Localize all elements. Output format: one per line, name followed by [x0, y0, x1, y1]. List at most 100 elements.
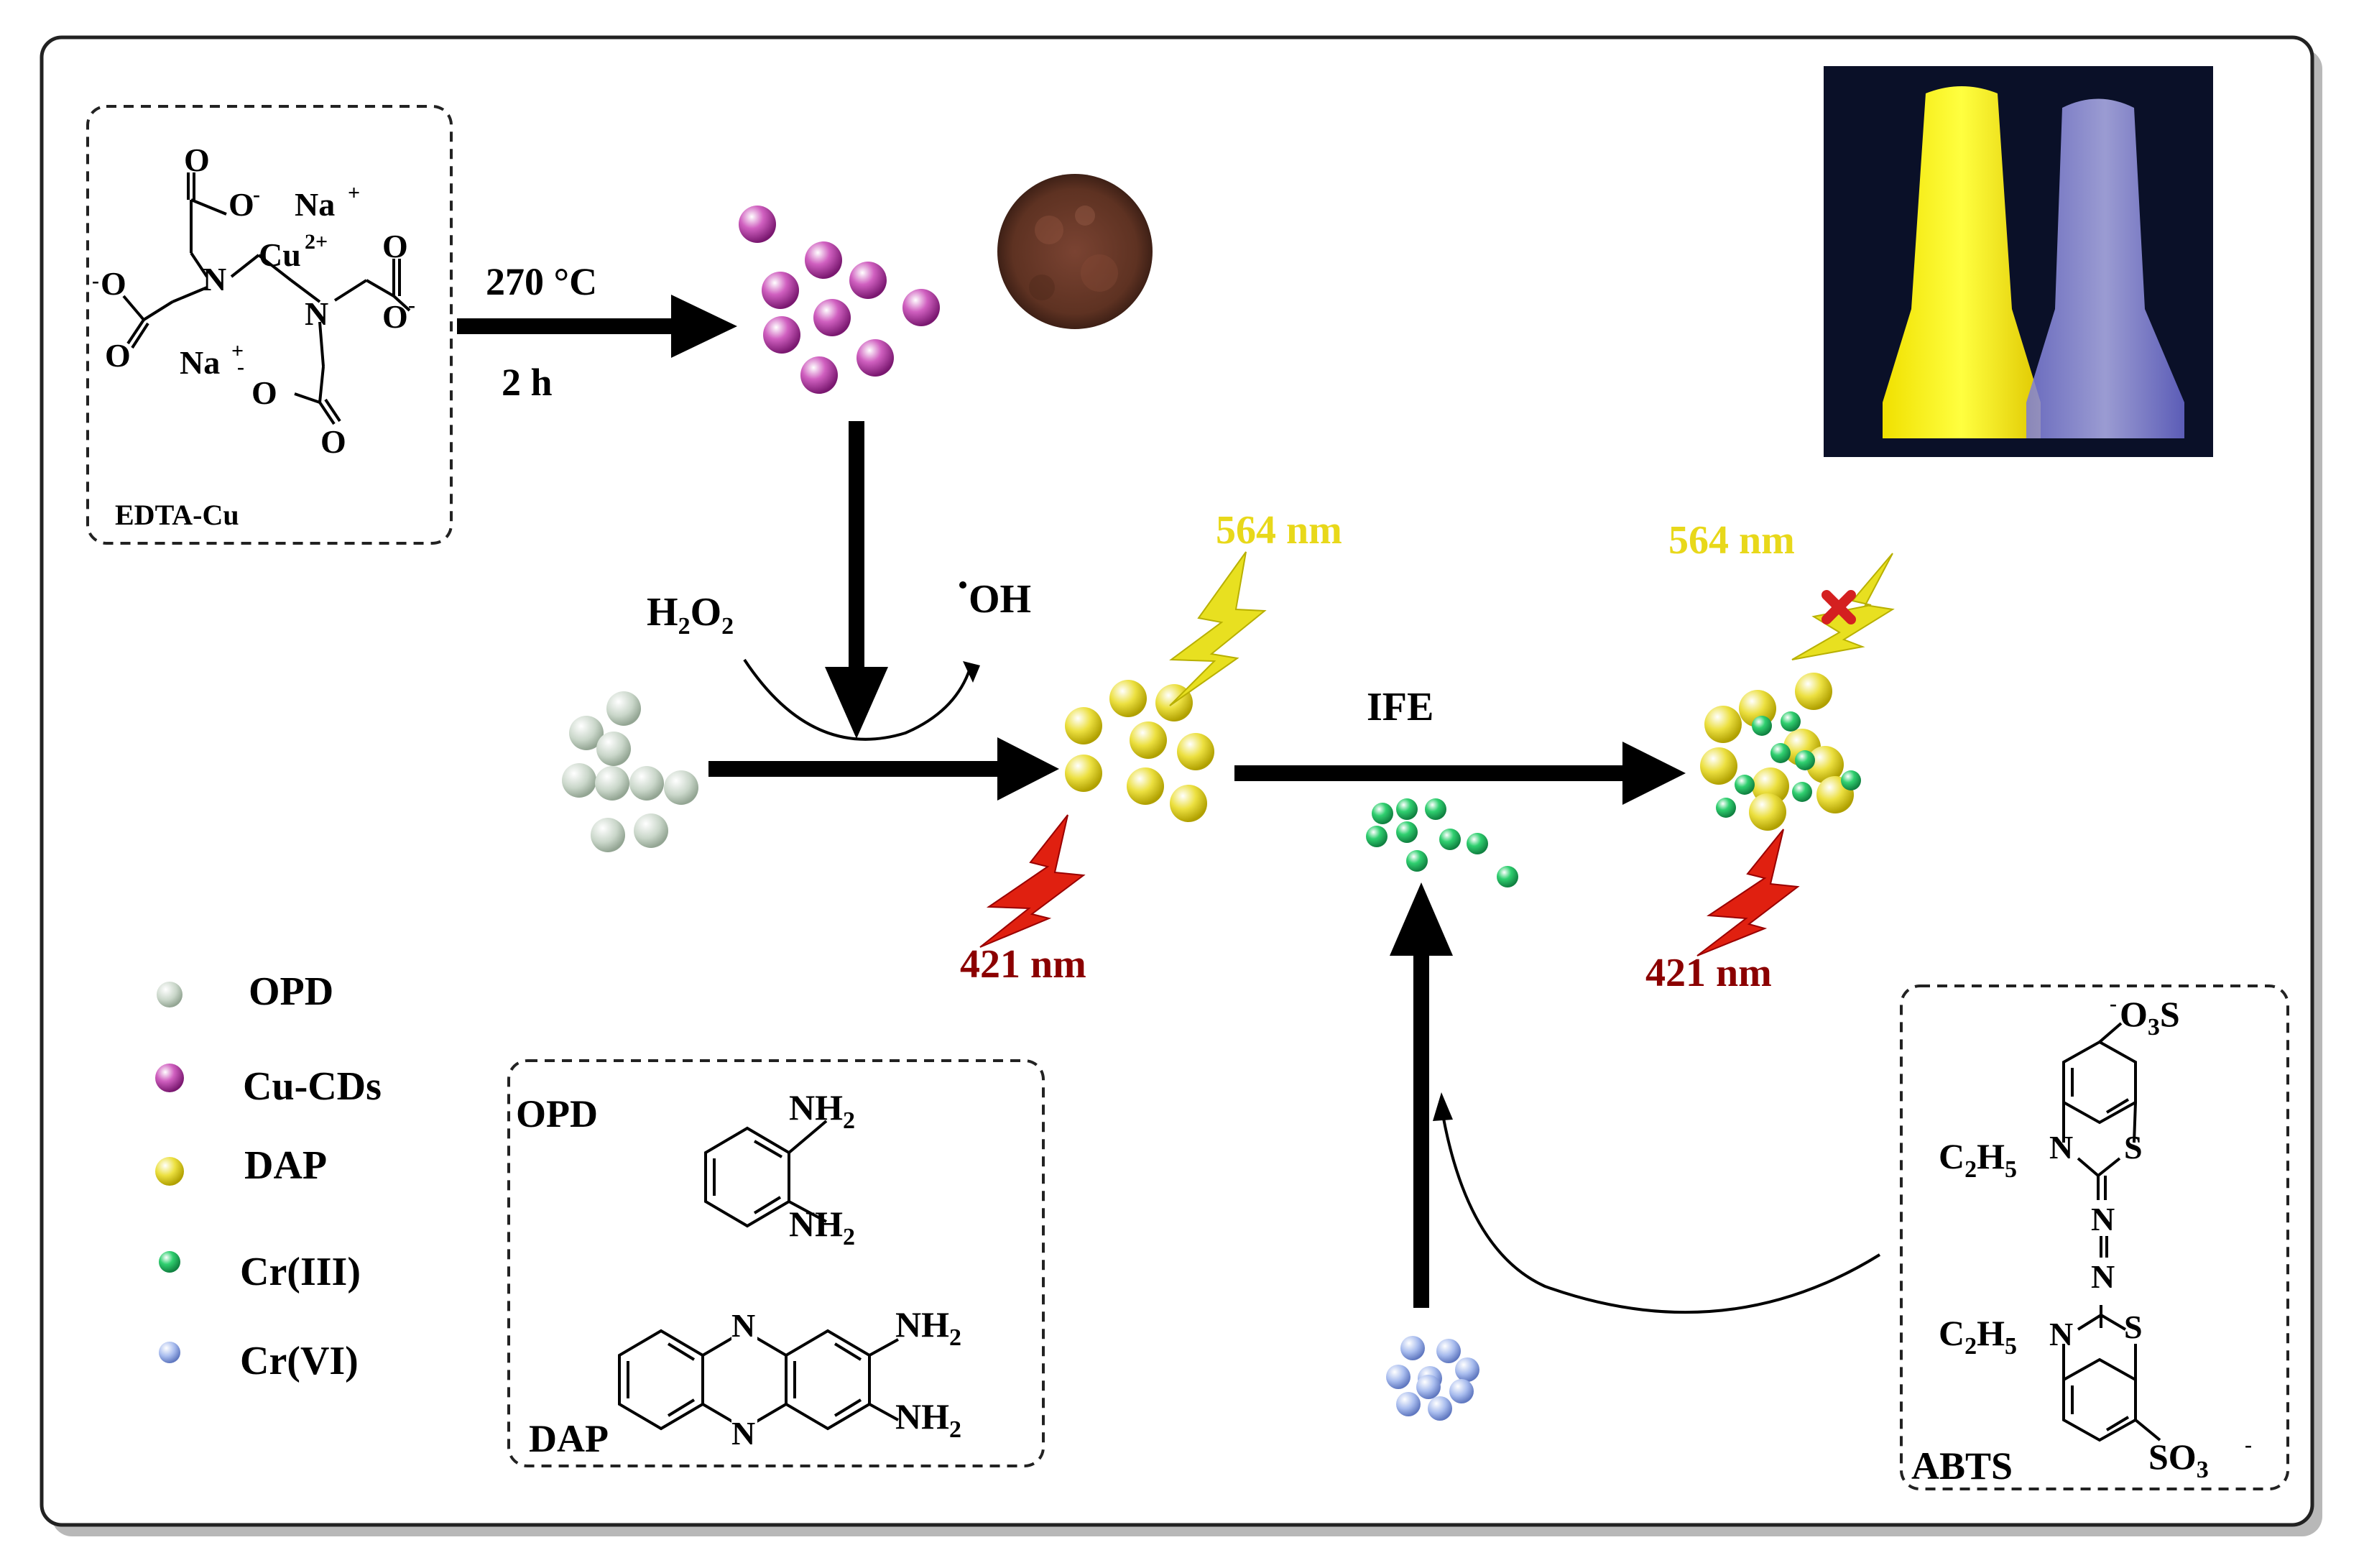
- abts-c2h5-bottom: C2H5: [1939, 1313, 2017, 1360]
- opd-particle-9: [634, 813, 668, 848]
- dap-particle-3: [1065, 707, 1102, 744]
- abts-n-mid-1: N: [2091, 1201, 2115, 1237]
- svg-text:-: -: [92, 269, 99, 292]
- cr3-particle-9: [1497, 866, 1518, 887]
- abts-n-mid-2: N: [2091, 1258, 2115, 1295]
- cu-cds-cluster: [739, 206, 940, 394]
- legend-item-cr3: Cr(III): [159, 1250, 361, 1294]
- svg-text:+: +: [231, 339, 244, 363]
- cr6-particle-6: [1449, 1379, 1474, 1403]
- abts-c2h5-top: C2H5: [1939, 1136, 2017, 1183]
- quench-x-icon: [1822, 590, 1856, 624]
- svg-text:-: -: [2245, 1433, 2252, 1457]
- cr6-particle-3: [1455, 1357, 1479, 1382]
- legend-label-cu-cds: Cu-CDs: [243, 1064, 382, 1109]
- cu-cds-particle-5: [813, 299, 851, 336]
- vial-blue: [2026, 98, 2184, 438]
- dap-particle-4: [1130, 721, 1167, 759]
- dap-n-bottom: N: [731, 1415, 755, 1452]
- edta-na-top: Na: [295, 186, 335, 223]
- powder-texture: [1029, 206, 1118, 300]
- edta-cu-structure: O O - Na + Cu 2+ O O - N N - O O Na + - …: [86, 105, 453, 545]
- opd-particle-2: [569, 716, 604, 750]
- opd-dap-structures: OPD NH2 NH2 N N NH2 NH2: [507, 1059, 1045, 1467]
- opd-particle-5: [595, 766, 629, 801]
- svg-text:-: -: [2110, 992, 2117, 1015]
- mixture-dap-particle-5: [1700, 747, 1737, 785]
- mixture-dap-particle-3: [1704, 706, 1742, 743]
- opd-particle-1: [606, 691, 641, 726]
- dap-ring-system: [618, 1329, 899, 1431]
- cr3-particle-8: [1406, 850, 1428, 872]
- cr3-particle-5: [1396, 821, 1418, 843]
- cr6-particle-1: [1400, 1336, 1425, 1360]
- edta-o-left-minus: O: [101, 265, 126, 302]
- legend-item-dap: DAP: [155, 1143, 327, 1188]
- edta-cu: Cu: [259, 236, 301, 273]
- ife-label: IFE: [1367, 685, 1433, 729]
- cu-cds-particle-8: [857, 339, 894, 377]
- legend: OPD Cu-CDs DAP Cr(III) Cr(VI): [155, 969, 382, 1383]
- svg-text:-: -: [237, 355, 244, 379]
- cr3-particle-6: [1439, 829, 1461, 850]
- cr6-particle-8: [1428, 1396, 1452, 1421]
- dap-structure-label: DAP: [529, 1417, 609, 1460]
- edta-o-minus: O: [228, 186, 254, 223]
- cu-cds-particle-6: [902, 289, 940, 326]
- opd-particle-8: [591, 818, 625, 852]
- excitation-wavelength-2: 421 nm: [1645, 951, 1772, 995]
- cr3-particle-4: [1366, 826, 1388, 847]
- oxidation-arrow: [708, 737, 1059, 801]
- legend-item-cu-cds: Cu-CDs: [155, 1064, 382, 1109]
- mixture-cr3-particle-8: [1716, 798, 1736, 818]
- abts-n-bottom: N: [2049, 1316, 2073, 1352]
- legend-label-dap: DAP: [244, 1143, 327, 1188]
- abts-so3-bottom: SO3: [2148, 1436, 2209, 1483]
- opd-particle-6: [629, 766, 664, 801]
- cr6-cluster: [1386, 1336, 1479, 1421]
- svg-text:-: -: [253, 183, 260, 206]
- cu-cds-powder-photo: [997, 174, 1153, 329]
- mixture-cr3-particle-4: [1795, 750, 1815, 770]
- reduction-up-arrow: [1390, 882, 1453, 1308]
- excitation-bolt-2: 421 nm: [1645, 829, 1800, 995]
- h2o2-oh-conversion: H2O2 OH: [647, 577, 1031, 741]
- emission-bolt-2: 564 nm: [1668, 518, 1895, 660]
- dap-cluster: [1065, 680, 1214, 822]
- catalysis-down-arrow: [825, 421, 888, 739]
- dap-particle-1: [1109, 680, 1147, 717]
- vials-photo: [1824, 66, 2213, 457]
- excitation-bolt-1: 421 nm: [960, 814, 1086, 987]
- dap-particle-7: [1127, 767, 1164, 805]
- cr3-particle-3: [1425, 798, 1446, 820]
- edta-o-bottom-minus: O: [251, 374, 277, 411]
- dap-particle-5: [1177, 733, 1214, 770]
- edta-o-right-minus: O: [382, 298, 408, 335]
- mixture-cr3-particle-3: [1770, 743, 1791, 763]
- dap-n-top: N: [731, 1307, 755, 1344]
- mixture-cr3-particle-5: [1735, 775, 1755, 795]
- ife-arrow: IFE: [1234, 685, 1686, 805]
- h2o2-label: H2O2: [647, 590, 734, 640]
- abts-curved-arrow: [1433, 1092, 1881, 1314]
- excitation-wavelength-1: 421 nm: [960, 942, 1086, 987]
- edta-cu-charge: 2+: [305, 230, 328, 254]
- cr6-particle-7: [1396, 1392, 1421, 1416]
- mixture-cr3-particle-1: [1752, 716, 1772, 736]
- cr3-particle-1: [1372, 803, 1393, 824]
- cr3-particle-7: [1467, 833, 1488, 854]
- emission-wavelength-1: 564 nm: [1216, 508, 1342, 553]
- opd-benzene-ring: [704, 1120, 828, 1228]
- legend-item-opd: OPD: [157, 969, 333, 1014]
- cr6-particle-9: [1416, 1375, 1441, 1399]
- opd-particle-4: [562, 763, 596, 798]
- opd-nh2-a: NH2: [789, 1087, 855, 1134]
- emission-wavelength-2: 564 nm: [1668, 518, 1795, 563]
- abts-label: ABTS: [1911, 1444, 2013, 1488]
- legend-label-cr6: Cr(VI): [240, 1339, 359, 1383]
- opd-structure-label: OPD: [516, 1092, 598, 1135]
- emission-bolt-1: 564 nm: [1169, 508, 1342, 706]
- edta-o-bottom: O: [320, 423, 346, 460]
- cu-cds-particle-9: [800, 356, 838, 394]
